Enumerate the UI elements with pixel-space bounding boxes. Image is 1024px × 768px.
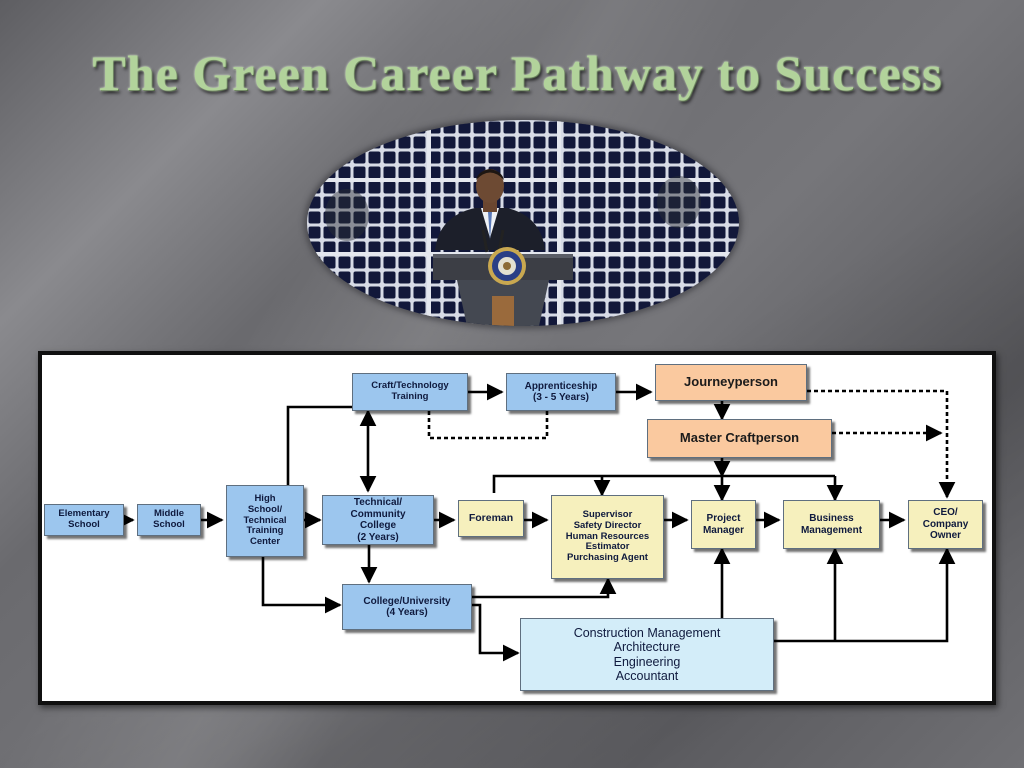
slide-title: The Green Career Pathway to Success	[92, 45, 943, 101]
middle-school-box: Middle School	[137, 504, 201, 536]
business-management-box: Business Management	[783, 500, 880, 549]
master-craftperson-box: Master Craftperson	[647, 419, 832, 458]
project-manager-box: Project Manager	[691, 500, 756, 549]
photo	[307, 120, 739, 326]
craft-technology-training-box: Craft/Technology Training	[352, 373, 468, 411]
high-school-box: High School/ Technical Training Center	[226, 485, 304, 557]
construction-management-box: Construction Management Architecture Eng…	[520, 618, 774, 691]
apprenticeship-box: Apprenticeship (3 - 5 Years)	[506, 373, 616, 411]
community-college-box: Technical/ Community College (2 Years)	[322, 495, 434, 545]
career-pathway-diagram: Elementary School Middle School High Sch…	[38, 351, 996, 705]
podium-speaker-photo-icon	[307, 120, 739, 326]
diagram-canvas: Elementary School Middle School High Sch…	[42, 355, 992, 701]
ceo-company-owner-box: CEO/ Company Owner	[908, 500, 983, 549]
foreman-box: Foreman	[458, 500, 524, 537]
supervisor-box: Supervisor Safety Director Human Resourc…	[551, 495, 664, 579]
journeyperson-box: Journeyperson	[655, 364, 807, 401]
elementary-school-box: Elementary School	[44, 504, 124, 536]
diagram-connectors	[117, 383, 956, 662]
college-university-box: College/University (4 Years)	[342, 584, 472, 630]
